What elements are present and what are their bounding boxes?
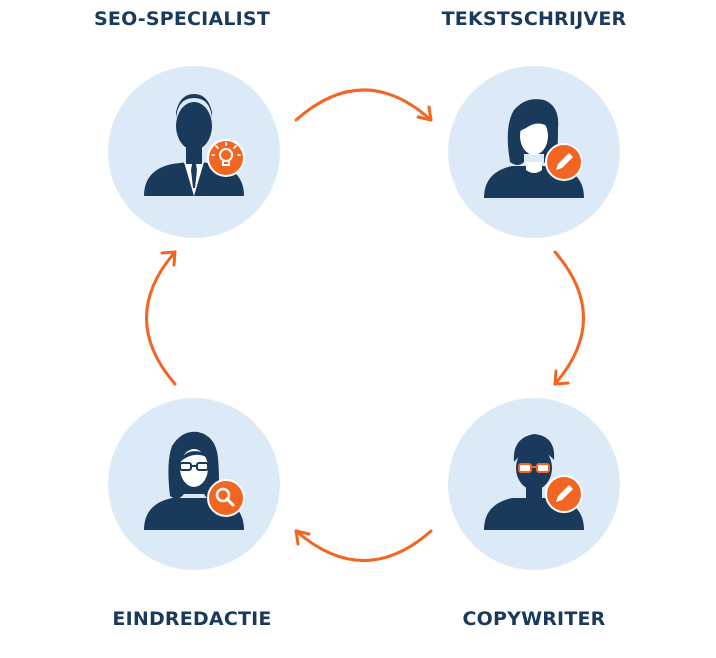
arrow-seo-to-tekstschrijver (294, 88, 433, 122)
seo-specialist-circle (108, 66, 280, 238)
woman-editor-icon (144, 431, 244, 530)
pencil-icon (545, 143, 583, 181)
seo-specialist-label: SEO-SPECIALIST (94, 8, 270, 30)
arrow-eindredactie-to-seo (145, 250, 177, 386)
magnifier-icon (207, 479, 245, 517)
tekstschrijver-circle (448, 66, 620, 238)
eindredactie-label: EINDREDACTIE (112, 608, 272, 630)
pencil-icon (545, 475, 583, 513)
copywriter-label: COPYWRITER (462, 608, 606, 630)
businessman-icon (144, 94, 244, 196)
eindredactie-circle (108, 398, 280, 570)
arrow-copywriter-to-eindredactie (294, 529, 433, 562)
tekstschrijver-label: TEKSTSCHRIJVER (441, 8, 627, 30)
copywriter-circle (448, 398, 620, 570)
lightbulb-icon (207, 139, 245, 177)
arrow-tekstschrijver-to-copywriter (553, 250, 585, 386)
